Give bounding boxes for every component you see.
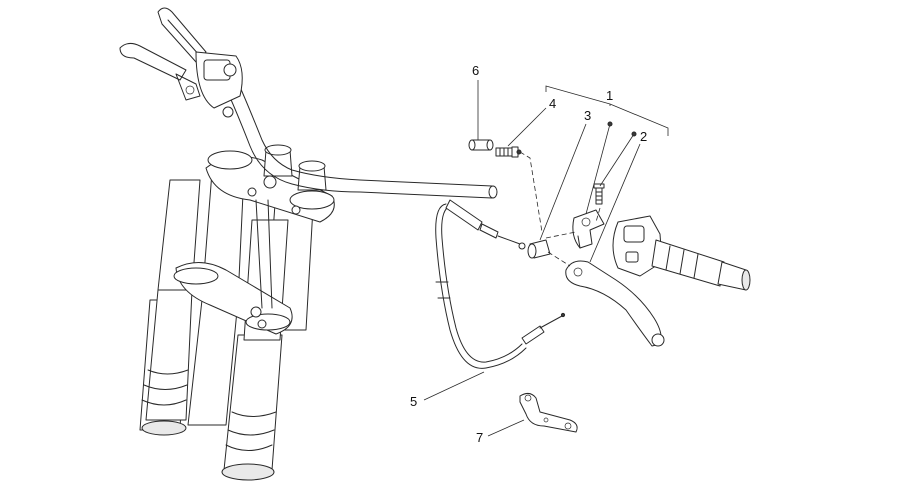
callout-6: 6 — [472, 63, 479, 78]
lower-triple-clamp — [173, 262, 293, 335]
lever-bracket — [572, 209, 605, 249]
handlebar — [157, 7, 498, 199]
callout-5: 5 — [410, 394, 417, 409]
part-3-barrel — [527, 239, 551, 259]
callout-4: 4 — [549, 96, 556, 111]
front-fork-assembly — [139, 144, 335, 481]
part-7-bracket — [519, 392, 578, 433]
callout-3: 3 — [584, 108, 591, 123]
callout-2: 2 — [640, 129, 647, 144]
callout-labels: 1 2 3 4 5 6 7 — [410, 63, 647, 445]
assembly-lines — [519, 151, 601, 267]
part-4-adjuster — [495, 146, 522, 158]
leader-lines — [423, 80, 669, 437]
part-6-sleeve — [468, 139, 494, 151]
part-2-screw — [593, 183, 605, 205]
clutch-lever — [565, 260, 665, 347]
upper-triple-clamp — [205, 150, 335, 223]
right-switch-grip — [612, 215, 751, 291]
callout-7: 7 — [476, 430, 483, 445]
part-5-cable — [435, 199, 566, 369]
left-master-cylinder — [119, 42, 243, 118]
callout-1: 1 — [606, 88, 613, 103]
